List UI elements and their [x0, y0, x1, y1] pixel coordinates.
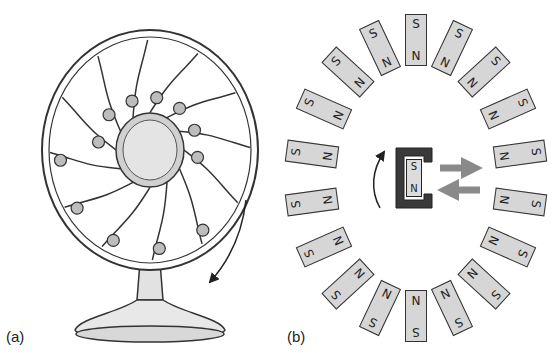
rotor-frame [396, 148, 432, 208]
wheel-ball [107, 234, 119, 246]
pole-letter: S [366, 314, 379, 330]
wheel-spoke [167, 93, 235, 118]
bar-magnet: SN [359, 279, 401, 335]
wheel-spoke [50, 153, 121, 169]
pole-letter: S [453, 26, 466, 42]
bar-magnet: SN [284, 140, 338, 169]
bar-magnet: SN [321, 47, 374, 98]
pole-letter: N [412, 293, 421, 307]
bar-magnet: SN [405, 14, 427, 66]
pole-letter: N [485, 234, 501, 248]
pole-letter: N [410, 183, 417, 195]
pole-letter: N [380, 55, 394, 71]
pole-letter: N [331, 234, 347, 248]
bar-magnet: SN [493, 188, 547, 217]
pole-letter: N [438, 285, 452, 301]
wheel-spoke [98, 56, 121, 131]
pole-letter: N [497, 194, 512, 205]
wheel-ball [93, 136, 105, 148]
bar-magnet: SN [296, 226, 352, 267]
pole-letter: S [488, 287, 503, 302]
wheel-ball [174, 102, 186, 114]
bar-magnet: SN [296, 88, 352, 129]
wheel-spoke [150, 53, 198, 112]
wheel-spoke [152, 182, 167, 260]
wheel-hub-cap [123, 120, 177, 180]
pole-letter: S [366, 26, 379, 42]
pole-letter: S [529, 199, 544, 208]
pole-letter: S [288, 147, 303, 156]
attraction-arrow [440, 165, 474, 172]
pole-letter: N [320, 151, 335, 162]
ball-wheel [42, 30, 258, 270]
pole-letter: S [514, 247, 530, 260]
wheel-spoke [102, 187, 150, 246]
pole-letter: N [438, 55, 452, 71]
pole-letter: N [485, 109, 501, 123]
wheel-ball [192, 151, 204, 163]
pole-letter: S [328, 287, 343, 302]
bar-magnet: SN [359, 20, 401, 76]
wheel-ball [151, 92, 163, 104]
pole-letter: S [411, 161, 417, 173]
wheel-hub [116, 113, 184, 187]
bar-magnet: SN [431, 279, 473, 335]
bar-magnet: SN [405, 290, 427, 342]
pole-letter: N [497, 151, 512, 162]
pole-letter: N [380, 285, 394, 301]
pole-letter: S [412, 325, 420, 339]
pole-letter: N [464, 265, 480, 281]
pole-letter: S [453, 314, 466, 330]
pole-letter: S [514, 96, 530, 109]
bar-magnet: SN [458, 47, 511, 98]
bar-magnet: SN [321, 258, 374, 309]
bar-magnet: SN [493, 140, 547, 169]
pole-letter: N [412, 49, 421, 63]
panel-label: (b) [287, 328, 305, 345]
pole-letter: N [464, 75, 480, 91]
panel-label: (a) [6, 328, 24, 345]
pole-letter: S [488, 54, 503, 69]
bar-magnet: SN [458, 258, 511, 309]
bar-magnet: SN [284, 188, 338, 217]
pole-letter: N [351, 75, 367, 91]
wheel-ball [71, 202, 83, 214]
pole-letter: N [351, 265, 367, 281]
bar-magnet: SN [480, 88, 536, 129]
rotation-arrow [210, 200, 246, 282]
bar-magnet: SN [480, 226, 536, 267]
pole-letter: S [302, 96, 318, 109]
bar-magnet: SN [431, 20, 473, 76]
pole-letter: S [328, 54, 343, 69]
rotor-rotation-arrow [374, 152, 384, 208]
rotor-magnet: SN [406, 159, 422, 197]
wheel-ball [153, 242, 165, 254]
pole-letter: S [412, 17, 420, 31]
repulsion-arrow [446, 187, 480, 194]
wheel-ball [126, 95, 138, 107]
pole-letter: N [320, 194, 335, 205]
wheel-ball [103, 109, 115, 121]
pole-letter: S [288, 199, 303, 208]
fan-stand [75, 262, 225, 342]
pole-letter: S [529, 147, 544, 156]
wheel-spoke [184, 150, 238, 203]
pole-letter: N [331, 109, 347, 123]
wheel-ball [197, 224, 209, 236]
pole-letter: S [302, 247, 318, 260]
wheel-ball [54, 154, 66, 166]
wheel-spoke [62, 97, 116, 150]
wheel-ball [189, 124, 201, 136]
